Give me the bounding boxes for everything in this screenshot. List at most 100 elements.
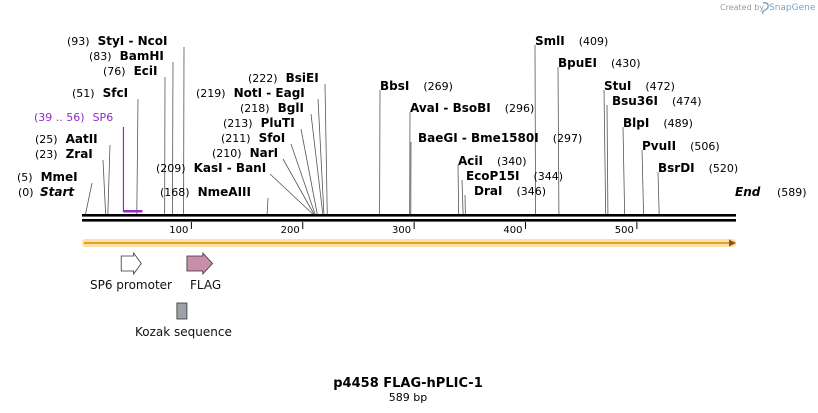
site-bamhi[interactable]: (83)BamHI — [89, 49, 164, 63]
feature-flag-label: FLAG — [190, 278, 221, 292]
site-label-blpi: BlpI(489) — [623, 116, 693, 130]
start-position: (0) — [18, 186, 34, 199]
site-label-bsu36i: Bsu36I(474) — [612, 94, 702, 108]
map-title: p4458 FLAG-hPLIC-1 — [333, 376, 483, 391]
feature-sp6-promoter[interactable]: SP6 promoter — [90, 251, 172, 292]
site-noti[interactable]: (219)NotI - EagI — [196, 86, 305, 100]
site-label-zrai: (23)ZraI — [35, 147, 93, 161]
site-label-smli: SmlI(409) — [535, 34, 608, 48]
site-kasi[interactable]: (209)KasI - BanI — [156, 161, 266, 175]
site-acii[interactable]: AciI(340) — [458, 154, 527, 168]
site-label-bbsi: BbsI(269) — [380, 79, 453, 93]
site-bsrdi[interactable]: BsrDI(520) — [658, 161, 738, 175]
site-smli[interactable]: SmlI(409) — [535, 34, 608, 48]
site-connector-smli — [534, 44, 536, 215]
site-label-nmeaiii: (168)NmeAIII — [160, 185, 251, 199]
axis-tick-label-400: 400 — [503, 225, 522, 236]
site-label-bsiei: (222)BsiEI — [248, 71, 319, 85]
site-connector-blpi — [622, 126, 626, 215]
end-label: End — [735, 185, 761, 199]
feature-kozak-sequence-shape — [176, 302, 188, 320]
site-labels: (5)MmeI (23)ZraI(25)AatII (51)SfcI (76)EciI… — [17, 34, 738, 199]
site-label-pluti: (213)PluTI — [223, 116, 295, 130]
dna-backbone — [82, 214, 736, 222]
site-label-stui: StuI(472) — [604, 79, 675, 93]
site-bbsi[interactable]: BbsI(269) — [380, 79, 453, 93]
site-nari[interactable]: (210)NarI — [212, 146, 278, 160]
site-label-pvuii: PvuII(506) — [642, 139, 720, 153]
start-marker: (0) Start — [18, 185, 75, 199]
site-connector-bsu36i — [606, 104, 609, 215]
orf-arrowhead — [729, 239, 736, 247]
site-connector-mmei — [85, 182, 93, 215]
site-connector-nmeaiii — [266, 197, 269, 215]
site-connector-bgli — [310, 113, 324, 215]
feature-kozak-sequence-label: Kozak sequence — [135, 325, 232, 339]
site-blpi[interactable]: BlpI(489) — [623, 116, 693, 130]
snapgene-logo-icon — [762, 2, 769, 15]
site-mmei[interactable]: (5)MmeI — [17, 170, 78, 184]
backbone-top-strand — [82, 214, 736, 217]
site-label-noti: (219)NotI - EagI — [196, 86, 305, 100]
site-bpuei[interactable]: BpuEI(430) — [558, 56, 641, 70]
site-label-aatii: (25)AatII — [35, 132, 98, 146]
site-connector-stui — [603, 89, 607, 215]
axis-tick-label-500: 500 — [615, 225, 634, 236]
site-label-bgli: (218)BglI — [240, 101, 304, 115]
site-label-mmei: (5)MmeI — [17, 170, 78, 184]
site-ecop15i[interactable]: EcoP15I(344) — [466, 169, 563, 183]
site-ecii[interactable]: (76)EciI — [103, 64, 157, 78]
site-label-acii: AciI(340) — [458, 154, 527, 168]
orf-arrow[interactable] — [82, 239, 736, 247]
site-baegi[interactable]: BaeGI - Bme1580I(297) — [418, 131, 582, 145]
site-label-nari: (210)NarI — [212, 146, 278, 160]
site-label-drai: DraI(346) — [474, 184, 546, 198]
site-bsu36i[interactable]: Bsu36I(474) — [612, 94, 702, 108]
site-avai[interactable]: AvaI - BsoBI(296) — [410, 101, 534, 115]
site-connector-bsrdi — [657, 171, 660, 215]
feature-kozak-sequence[interactable]: Kozak sequence — [135, 302, 232, 339]
site-aatii[interactable]: (25)AatII — [35, 132, 98, 146]
end-position: (589) — [777, 186, 807, 199]
site-label-baegi: BaeGI - Bme1580I(297) — [418, 131, 582, 145]
site-connector-bpuei — [557, 66, 560, 215]
site-connector-bsiei — [324, 83, 328, 215]
site-nmeaiii[interactable]: (168)NmeAIII — [160, 185, 251, 199]
site-connectors — [85, 44, 660, 215]
site-connector-bamhi — [172, 61, 174, 215]
site-connector-acii — [457, 164, 460, 215]
site-styi[interactable]: (93)StyI - NcoI — [67, 34, 167, 48]
feature-sp6-promoter-label: SP6 promoter — [90, 278, 172, 292]
site-bsiei[interactable]: (222)BsiEI — [248, 71, 319, 85]
site-label-ecii: (76)EciI — [103, 64, 157, 78]
site-label-bsrdi: BsrDI(520) — [658, 161, 738, 175]
map-title-block: p4458 FLAG-hPLIC-1 589 bp — [333, 376, 483, 404]
feature-flag-shape — [186, 251, 214, 276]
site-sfoi[interactable]: (211)SfoI — [221, 131, 285, 145]
brand-name: SnapGene — [769, 3, 816, 13]
end-marker: End (589) — [735, 185, 807, 199]
sp6-primer[interactable]: (39 .. 56)SP6 — [34, 111, 143, 213]
map-subtitle: 589 bp — [389, 391, 427, 404]
site-connector-sfci — [136, 98, 139, 215]
site-label-sfoi: (211)SfoI — [221, 131, 285, 145]
site-connector-aatii — [107, 144, 111, 215]
site-zrai[interactable]: (23)ZraI — [35, 147, 93, 161]
feature-flag[interactable]: FLAG — [186, 251, 221, 292]
feature-sp6-promoter-shape — [120, 251, 142, 276]
site-connector-zrai — [102, 159, 107, 215]
site-pvuii[interactable]: PvuII(506) — [642, 139, 720, 153]
site-sfci[interactable]: (51)SfcI — [72, 86, 128, 100]
start-label: Start — [40, 185, 75, 199]
site-drai[interactable]: DraI(346) — [474, 184, 546, 198]
site-label-bpuei: BpuEI(430) — [558, 56, 641, 70]
site-pluti[interactable]: (213)PluTI — [223, 116, 295, 130]
primer-label: (39 .. 56)SP6 — [34, 111, 113, 124]
site-bgli[interactable]: (218)BglI — [240, 101, 304, 115]
site-label-bamhi: (83)BamHI — [89, 49, 164, 63]
primer-bar — [123, 210, 143, 213]
site-connector-pluti — [300, 128, 318, 215]
site-stui[interactable]: StuI(472) — [604, 79, 675, 93]
axis-tick-label-200: 200 — [281, 225, 300, 236]
